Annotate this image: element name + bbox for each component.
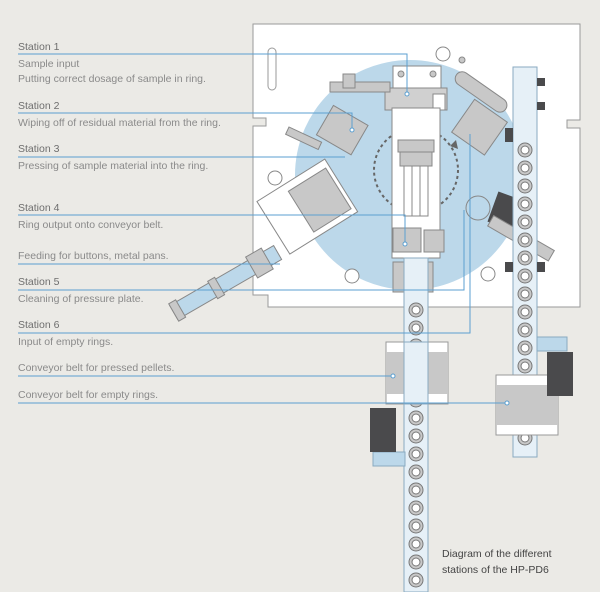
conveyor-empty-label: Conveyor belt for empty rings. [18, 389, 159, 401]
leader-station2 [18, 112, 353, 130]
ring-hole [411, 521, 421, 531]
ring-hole [520, 217, 530, 227]
station3-title: Station 3 [18, 143, 60, 155]
station1-desc2: Putting correct dosage of sample in ring… [18, 73, 206, 85]
ring-hole [520, 253, 530, 263]
ring-hole [520, 163, 530, 173]
ring-hole [411, 449, 421, 459]
caption-line1: Diagram of the different [442, 548, 552, 560]
feeding-label: Feeding for buttons, metal pans. [18, 250, 169, 262]
station4-block [392, 227, 422, 253]
diagram-caption: Diagram of the different stations of the… [442, 546, 552, 578]
leader-lines [18, 53, 507, 404]
ring-hole [411, 539, 421, 549]
rotation-arrow [373, 127, 459, 213]
ring-hole [520, 343, 530, 353]
left-motor [370, 408, 396, 452]
ring-hole [520, 145, 530, 155]
leader-station5 [18, 210, 465, 291]
ring-hole [411, 557, 421, 567]
station1-desc1: Sample input [18, 58, 80, 70]
ring-hole [520, 307, 530, 317]
ring-hole [520, 271, 530, 281]
station2-desc: Wiping off of residual material from the… [18, 117, 221, 129]
station4-desc: Ring output onto conveyor belt. [18, 219, 164, 231]
ring-hole [411, 485, 421, 495]
ring-hole [520, 181, 530, 191]
ring-hole [411, 305, 421, 315]
station5-title: Station 5 [18, 276, 60, 288]
ring-hole [411, 503, 421, 513]
ring-hole [520, 235, 530, 245]
station6-title: Station 6 [18, 319, 60, 331]
station2-title: Station 2 [18, 100, 60, 112]
ring-hole [411, 467, 421, 477]
station6-desc: Input of empty rings. [18, 336, 114, 348]
leader-station6 [18, 134, 471, 334]
ring-hole [520, 361, 530, 371]
ring-hole [411, 431, 421, 441]
ring-hole [411, 323, 421, 333]
right-motor [547, 352, 573, 396]
station2-block [315, 104, 369, 156]
station5-desc: Cleaning of pressure plate. [18, 293, 144, 305]
ring-hole [411, 575, 421, 585]
slot [267, 47, 277, 91]
station1-title: Station 1 [18, 41, 60, 53]
station3-desc: Pressing of sample material into the rin… [18, 160, 209, 172]
station5-block [450, 98, 509, 156]
ring-hole [520, 325, 530, 335]
leader-station4 [18, 214, 406, 244]
station4-title: Station 4 [18, 202, 60, 214]
caption-line2: stations of the HP-PD6 [442, 564, 549, 576]
conveyor-pressed-label: Conveyor belt for pressed pellets. [18, 362, 175, 374]
ring-hole [520, 199, 530, 209]
ring-hole [520, 289, 530, 299]
leader-station1 [18, 53, 408, 94]
arrow-head-icon [450, 140, 458, 149]
ring-hole [411, 413, 421, 423]
